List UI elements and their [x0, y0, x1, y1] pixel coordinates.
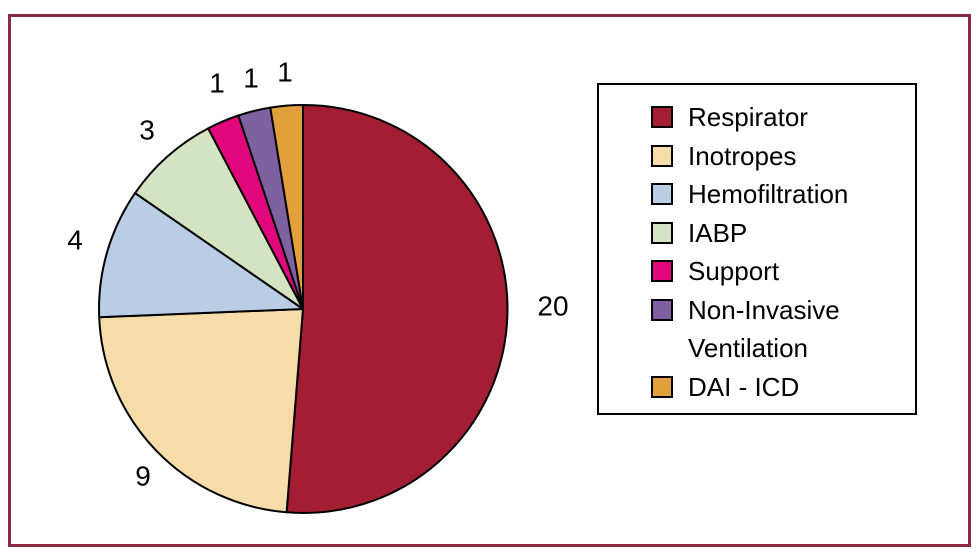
- pie-slice-hemofiltration: [98, 192, 304, 319]
- legend-swatch-respirator: [651, 106, 673, 128]
- legend-label-support: Support: [688, 256, 780, 286]
- value-label-iabp: 3: [139, 115, 155, 146]
- legend-label-respirator: Respirator: [688, 102, 808, 132]
- legend-row-inotropes: Inotropes: [651, 137, 909, 176]
- legend-swatch-support: [651, 260, 673, 282]
- legend-label-hemofiltration: Hemofiltration: [688, 179, 849, 209]
- pie-slice-iabp: [134, 127, 304, 310]
- value-label-dai-icd: 1: [277, 57, 293, 88]
- value-label-support: 1: [209, 68, 225, 99]
- pie-slice-dai-icd: [269, 103, 304, 310]
- legend-label-dai-icd: DAI - ICD: [688, 371, 800, 402]
- legend-label-iabp: IABP: [688, 217, 748, 248]
- value-label-inotropes: 9: [135, 461, 151, 492]
- value-label-non-invasive-ventilation: 1: [243, 63, 259, 94]
- legend-label-non-invasive-ventilation: Non-Invasive Ventilation: [688, 294, 840, 364]
- legend-swatch-inotropes: [651, 144, 673, 167]
- legend-row-iabp: IABP: [651, 214, 909, 253]
- legend-row-hemofiltration: Hemofiltration: [651, 175, 909, 214]
- legend-row-non-invasive-ventilation: Non-Invasive Ventilation: [651, 291, 909, 368]
- legend-label-inotropes: Inotropes: [688, 140, 797, 171]
- legend-swatch-hemofiltration: [651, 183, 673, 205]
- value-label-hemofiltration: 4: [67, 225, 83, 256]
- legend-swatch-iabp: [651, 221, 673, 244]
- legend-row-dai-icd: DAI - ICD: [651, 368, 909, 407]
- pie-slice-respirator: [285, 103, 509, 514]
- value-label-respirator: 20: [537, 291, 568, 322]
- legend-swatch-non-invasive-ventilation: [651, 298, 673, 321]
- legend-swatch-dai-icd: [651, 375, 673, 398]
- pie-slice-inotropes: [98, 308, 304, 514]
- legend-row-respirator: Respirator: [651, 98, 909, 137]
- legend-row-support: Support: [651, 252, 909, 291]
